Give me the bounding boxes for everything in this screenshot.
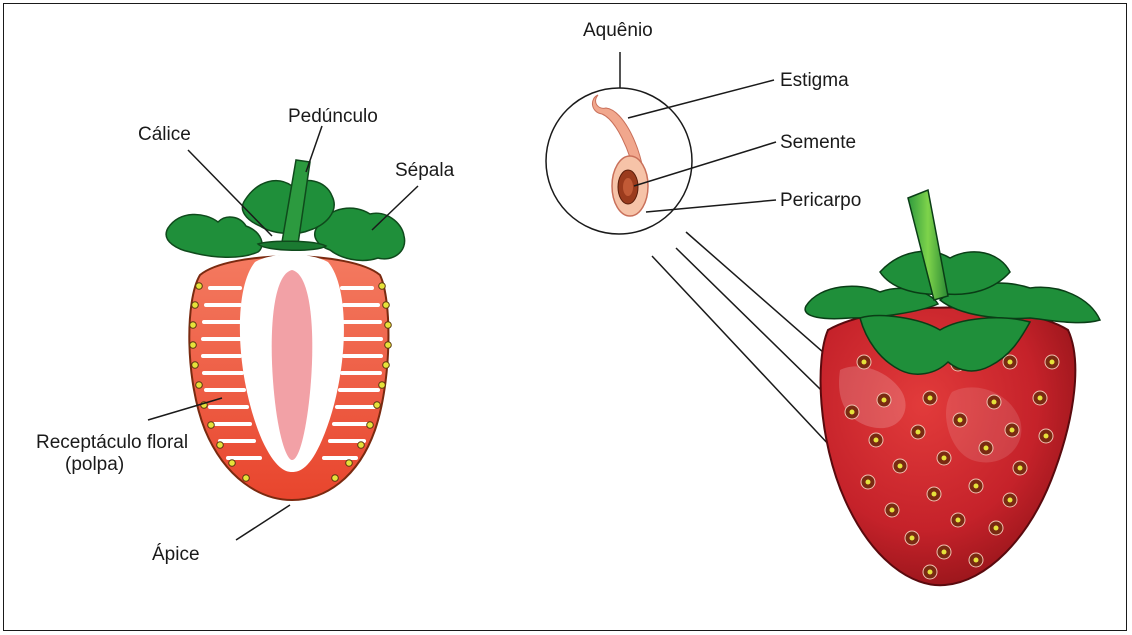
label-aquenio: Aquênio xyxy=(583,20,653,41)
label-pericarpo: Pericarpo xyxy=(780,190,861,211)
label-calice: Cálice xyxy=(138,124,191,145)
seed-highlight xyxy=(623,178,633,196)
calyx-base xyxy=(258,241,326,250)
achene-detail xyxy=(546,88,692,234)
label-pedunculo: Pedúnculo xyxy=(288,106,378,127)
label-apice: Ápice xyxy=(152,544,200,565)
whole-strawberry xyxy=(805,190,1100,585)
label-sepala: Sépala xyxy=(395,160,455,181)
label-receptaculo-line1: Receptáculo floral xyxy=(36,432,188,453)
section-strawberry xyxy=(166,160,404,500)
label-estigma: Estigma xyxy=(780,70,849,91)
label-semente: Semente xyxy=(780,132,856,153)
achene-magnifier-circle xyxy=(546,88,692,234)
label-receptaculo-line2: (polpa) xyxy=(65,454,124,475)
